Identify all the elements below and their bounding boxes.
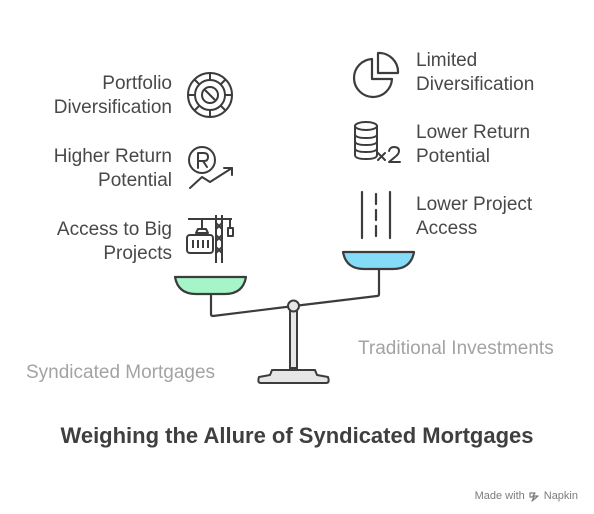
diagram-title: Weighing the Allure of Syndicated Mortga… bbox=[60, 423, 534, 448]
left-side-label: Syndicated Mortgages bbox=[26, 362, 216, 383]
right-item-line1: Lower Project bbox=[416, 194, 533, 215]
right-item-line1: Lower Return bbox=[416, 122, 531, 143]
scale-base bbox=[257, 369, 330, 384]
left-item-line2: Projects bbox=[103, 243, 172, 264]
right-pan bbox=[341, 250, 416, 271]
right-item-lower-project-access: Lower Project Access bbox=[416, 193, 532, 241]
right-item-line2: Diversification bbox=[416, 74, 535, 95]
credit-text: Made with bbox=[474, 490, 525, 502]
left-item-line1: Access to Big bbox=[56, 219, 172, 240]
left-item-line1: Higher Return bbox=[53, 146, 172, 167]
left-item-portfolio-diversification: Portfolio Diversification bbox=[54, 72, 172, 120]
napkin-logo-icon bbox=[529, 491, 539, 502]
rupee-growth-icon bbox=[188, 146, 233, 189]
right-item-line1: Limited bbox=[416, 50, 478, 71]
road-lane-icon bbox=[360, 190, 392, 240]
coin-stack-icon bbox=[354, 121, 401, 163]
construction-crane-icon bbox=[186, 215, 234, 263]
target-wheel-icon bbox=[187, 72, 233, 118]
credit: Made with Napkin bbox=[475, 490, 578, 502]
left-pan bbox=[173, 275, 248, 296]
credit-brand: Napkin bbox=[543, 490, 578, 502]
scale-pivot bbox=[287, 299, 300, 313]
pie-chart-icon bbox=[352, 51, 400, 99]
right-item-lower-return: Lower Return Potential bbox=[416, 121, 530, 169]
scale-post bbox=[289, 310, 298, 369]
right-item-limited-diversification: Limited Diversification bbox=[416, 49, 534, 97]
right-item-line2: Potential bbox=[416, 146, 490, 167]
right-item-line2: Access bbox=[416, 218, 478, 239]
left-item-higher-return: Higher Return Potential bbox=[54, 145, 172, 193]
left-item-line2: Diversification bbox=[53, 97, 172, 118]
left-item-line2: Potential bbox=[98, 170, 172, 191]
left-item-line1: Portfolio bbox=[102, 73, 172, 94]
left-item-access-big-projects: Access to Big Projects bbox=[57, 218, 172, 266]
right-side-label: Traditional Investments bbox=[358, 338, 554, 359]
